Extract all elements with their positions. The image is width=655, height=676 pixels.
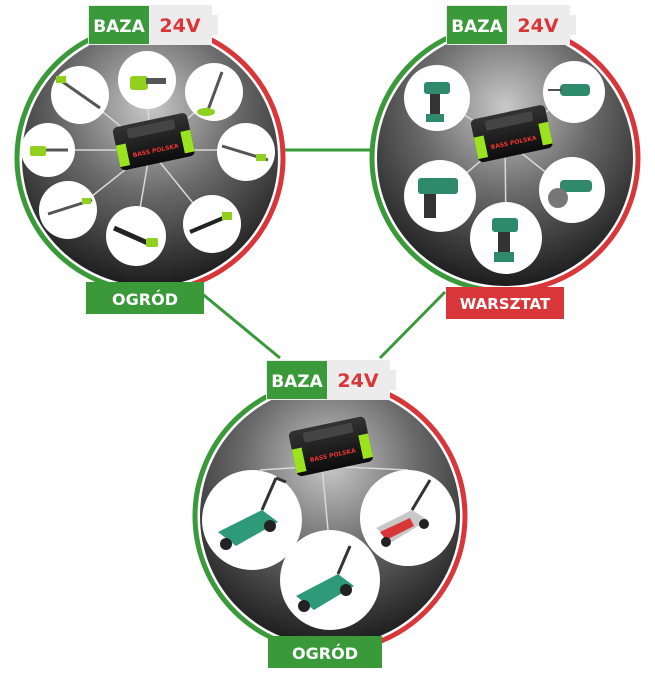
- lawn-mower-red-icon: [360, 470, 456, 566]
- badge-name: BAZA: [271, 372, 323, 392]
- pole-pruner-icon: [39, 181, 97, 239]
- category-text: OGRÓD: [292, 644, 358, 663]
- badge-voltage: 24V: [517, 15, 558, 37]
- impact-wrench-icon: [470, 202, 542, 274]
- cluster-garden-tools: BASS POLSKA BAZA 24V OGRÓD: [14, 5, 286, 314]
- cluster-workshop-tools: BASS POLSKA BAZA 24V WARSZTAT: [369, 5, 641, 319]
- battery-pack: BASS POLSKA: [470, 105, 553, 163]
- hedge-trimmer-icon: [21, 123, 75, 177]
- voltage-badge: BAZA 24V: [446, 5, 576, 45]
- stapler-icon: [404, 160, 476, 232]
- category-text: OGRÓD: [112, 290, 178, 309]
- voltage-badge: BAZA 24V: [88, 5, 218, 45]
- cluster-mower-tools: BASS POLSKA BAZA 24V OGRÓD: [192, 360, 468, 668]
- reciprocating-saw-icon: [543, 61, 605, 123]
- grass-trimmer-icon: [185, 63, 243, 121]
- lawn-mower-green-icon: [202, 470, 302, 570]
- battery-pack: BASS POLSKA: [288, 416, 374, 477]
- voltage-badge: BAZA 24V: [266, 360, 396, 400]
- battery-pack: BASS POLSKA: [112, 113, 195, 171]
- badge-name: BAZA: [93, 17, 145, 37]
- connector-lines: [199, 148, 447, 360]
- category-label: OGRÓD: [86, 282, 204, 314]
- category-text: WARSZTAT: [460, 295, 551, 313]
- badge-name: BAZA: [451, 17, 503, 37]
- angle-grinder-icon: [539, 157, 605, 223]
- leaf-blower-icon: [106, 206, 166, 266]
- badge-voltage: 24V: [159, 15, 200, 37]
- drill-driver-icon: [404, 65, 470, 131]
- badge-voltage: 24V: [337, 370, 378, 392]
- category-label: WARSZTAT: [446, 287, 564, 319]
- hedge-cutter-icon: [183, 195, 241, 253]
- pole-saw-icon: [51, 66, 109, 124]
- cluster-ring-red: [329, 378, 468, 654]
- chainsaw-icon: [118, 51, 176, 109]
- cluster-disc: [200, 386, 460, 646]
- long-hedge-trimmer-icon: [217, 123, 275, 181]
- category-label: OGRÓD: [268, 636, 382, 668]
- cluster-ring-green: [369, 22, 506, 294]
- lawn-mower-small-icon: [280, 530, 380, 630]
